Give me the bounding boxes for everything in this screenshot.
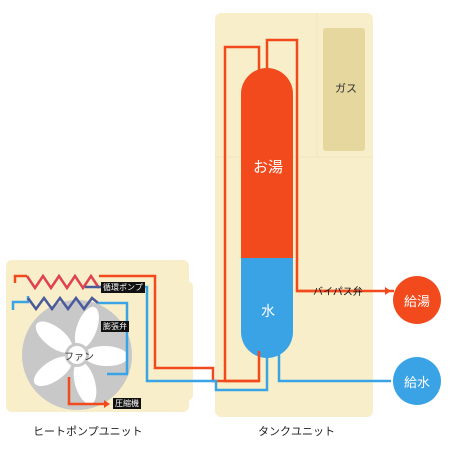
evaporator-pipe [98,301,129,376]
compressor-label: 圧縮機 [113,398,141,409]
gas-label: ガス [335,82,357,95]
hot-water-supply-label: 給湯 [403,294,430,310]
water-supply-label: 給水 [403,375,430,391]
tank-unit-label: タンクユニット [258,425,335,438]
hot-water-label: お湯 [253,158,284,176]
storage-tank [241,68,293,358]
refrigerant-loop-red [13,274,27,283]
heat-pump-unit-label: ヒートポンプユニット [33,425,143,438]
circulation-pump-label: 循環ポンプ [101,282,145,293]
water-label: 水 [261,304,275,320]
water-supply-circle: 給水 [393,357,441,405]
expansion-valve-label: 膨張弁 [101,321,129,332]
condenser-coil [25,273,101,291]
hot-water-arrow-head [385,287,391,295]
compressor-line-red [67,377,107,406]
tank-top-loop-red [223,45,261,383]
hot-water-supply-circle: 給湯 [393,276,441,324]
bypass-valve-label: バイパス弁 [313,287,363,298]
circulation-loop-blue [141,285,269,392]
fan-label: ファン [64,352,94,363]
gas-box [323,28,365,151]
compressor-arrow-head [104,400,110,408]
evaporator-coil [26,295,99,312]
cold-water-supply-line [277,350,391,383]
